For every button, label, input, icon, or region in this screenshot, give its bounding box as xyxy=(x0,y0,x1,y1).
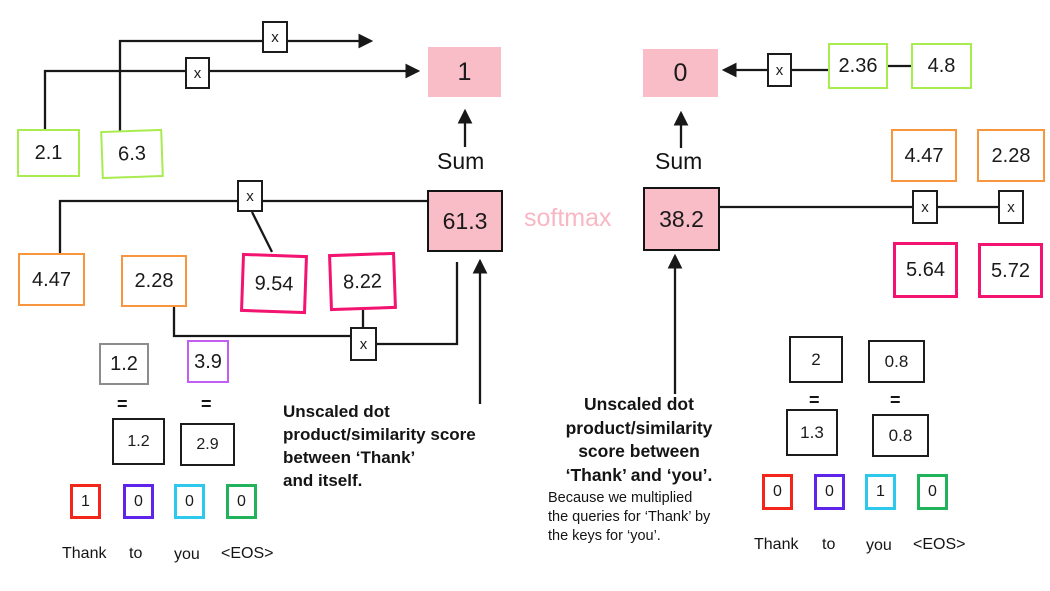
softmax-label: softmax xyxy=(524,204,612,232)
annotation-line: between ‘Thank’ xyxy=(283,448,416,467)
token-label: Thank xyxy=(62,545,107,562)
left-annotation: Unscaled dot product/similarity score be… xyxy=(283,400,476,492)
equals-sign: = xyxy=(890,390,901,410)
token-label: <EOS> xyxy=(913,536,966,553)
left-onehot-box: 1 xyxy=(70,484,101,519)
right-value-box: 5.72 xyxy=(978,243,1043,298)
annotation-line: the keys for ‘you’. xyxy=(548,528,661,544)
right-key-box: 1.3 xyxy=(786,409,838,456)
left-query-box: 1.2 xyxy=(99,343,149,385)
left-value-box: 4.47 xyxy=(18,253,85,306)
equals-sign: = xyxy=(201,394,212,414)
right-query-box: 0.8 xyxy=(868,340,925,383)
right-key-box: 0.8 xyxy=(872,414,929,457)
annotation-line: and itself. xyxy=(283,471,363,490)
left-onehot-box: 0 xyxy=(123,484,154,519)
right-onehot-box: 0 xyxy=(814,474,845,510)
left-line-2p1-to-sum1 xyxy=(43,63,421,130)
left-line-multiply-to-61p3-elbow xyxy=(376,262,459,346)
token-label: you xyxy=(174,546,200,563)
left-onehot-box: 0 xyxy=(174,484,205,519)
equals-sign: = xyxy=(117,394,128,414)
right-value-box: 4.8 xyxy=(911,43,972,89)
annotation-line: Unscaled dot xyxy=(283,402,390,421)
right-onehot-box: 1 xyxy=(865,474,896,510)
token-label: you xyxy=(866,537,892,554)
right-onehot-box: 0 xyxy=(762,474,793,510)
annotation-line: the queries for ‘Thank’ by xyxy=(548,509,711,525)
annotation-line: Unscaled dot xyxy=(584,394,694,414)
multiply-operator: x xyxy=(350,327,377,361)
equals-sign: = xyxy=(809,390,820,410)
right-sum-label: Sum xyxy=(655,148,703,174)
left-value-box: 2.28 xyxy=(121,255,187,307)
right-annotation-sub: Because we multiplied the queries for ‘T… xyxy=(540,489,738,546)
token-label: to xyxy=(822,536,836,553)
multiply-operator: x xyxy=(912,190,938,224)
left-value-box: 2.1 xyxy=(17,129,80,177)
left-softmax-output-box: 1 xyxy=(428,47,501,97)
right-query-box: 2 xyxy=(789,336,843,383)
annotation-line: product/similarity xyxy=(565,417,713,438)
right-softmax-output-box: 0 xyxy=(643,49,718,97)
annotation-line: score between xyxy=(578,441,700,461)
right-value-box: 2.36 xyxy=(828,43,888,89)
left-key-box: 2.9 xyxy=(180,423,235,466)
left-sum-label: Sum xyxy=(437,148,485,174)
left-line-4p47-to-multiply xyxy=(58,199,238,253)
right-value-box: 5.64 xyxy=(893,242,958,298)
left-value-box: 8.22 xyxy=(328,251,397,312)
token-label: Thank xyxy=(754,536,799,553)
token-label: to xyxy=(129,545,143,562)
left-line-6p3-multiply xyxy=(118,33,374,131)
left-query-box: 3.9 xyxy=(187,340,229,383)
left-line-2p28-to-multiply xyxy=(172,307,352,338)
multiply-operator: x xyxy=(262,21,288,53)
left-value-box: 9.54 xyxy=(239,252,309,315)
annotation-line: ‘Thank’ and ‘you’. xyxy=(565,464,713,485)
left-key-box: 1.2 xyxy=(112,418,165,465)
left-sum-input-box: 61.3 xyxy=(427,190,503,252)
left-value-box: 6.3 xyxy=(100,128,164,180)
right-value-box: 2.28 xyxy=(977,129,1045,182)
multiply-operator: x xyxy=(185,57,210,89)
annotation-line: product/similarity score xyxy=(283,425,476,444)
left-onehot-box: 0 xyxy=(226,484,257,519)
multiply-operator: x xyxy=(767,53,792,87)
annotation-line: Because we multiplied xyxy=(548,490,693,506)
right-value-box: 4.47 xyxy=(891,129,957,182)
multiply-operator: x xyxy=(998,190,1024,224)
left-line-multiply-to-9p54 xyxy=(250,211,274,253)
token-label: <EOS> xyxy=(221,545,274,562)
right-sum-input-box: 38.2 xyxy=(643,187,720,251)
right-annotation: Unscaled dot product/similarity score be… xyxy=(540,393,738,546)
right-onehot-box: 0 xyxy=(917,474,948,510)
multiply-operator: x xyxy=(237,180,263,212)
